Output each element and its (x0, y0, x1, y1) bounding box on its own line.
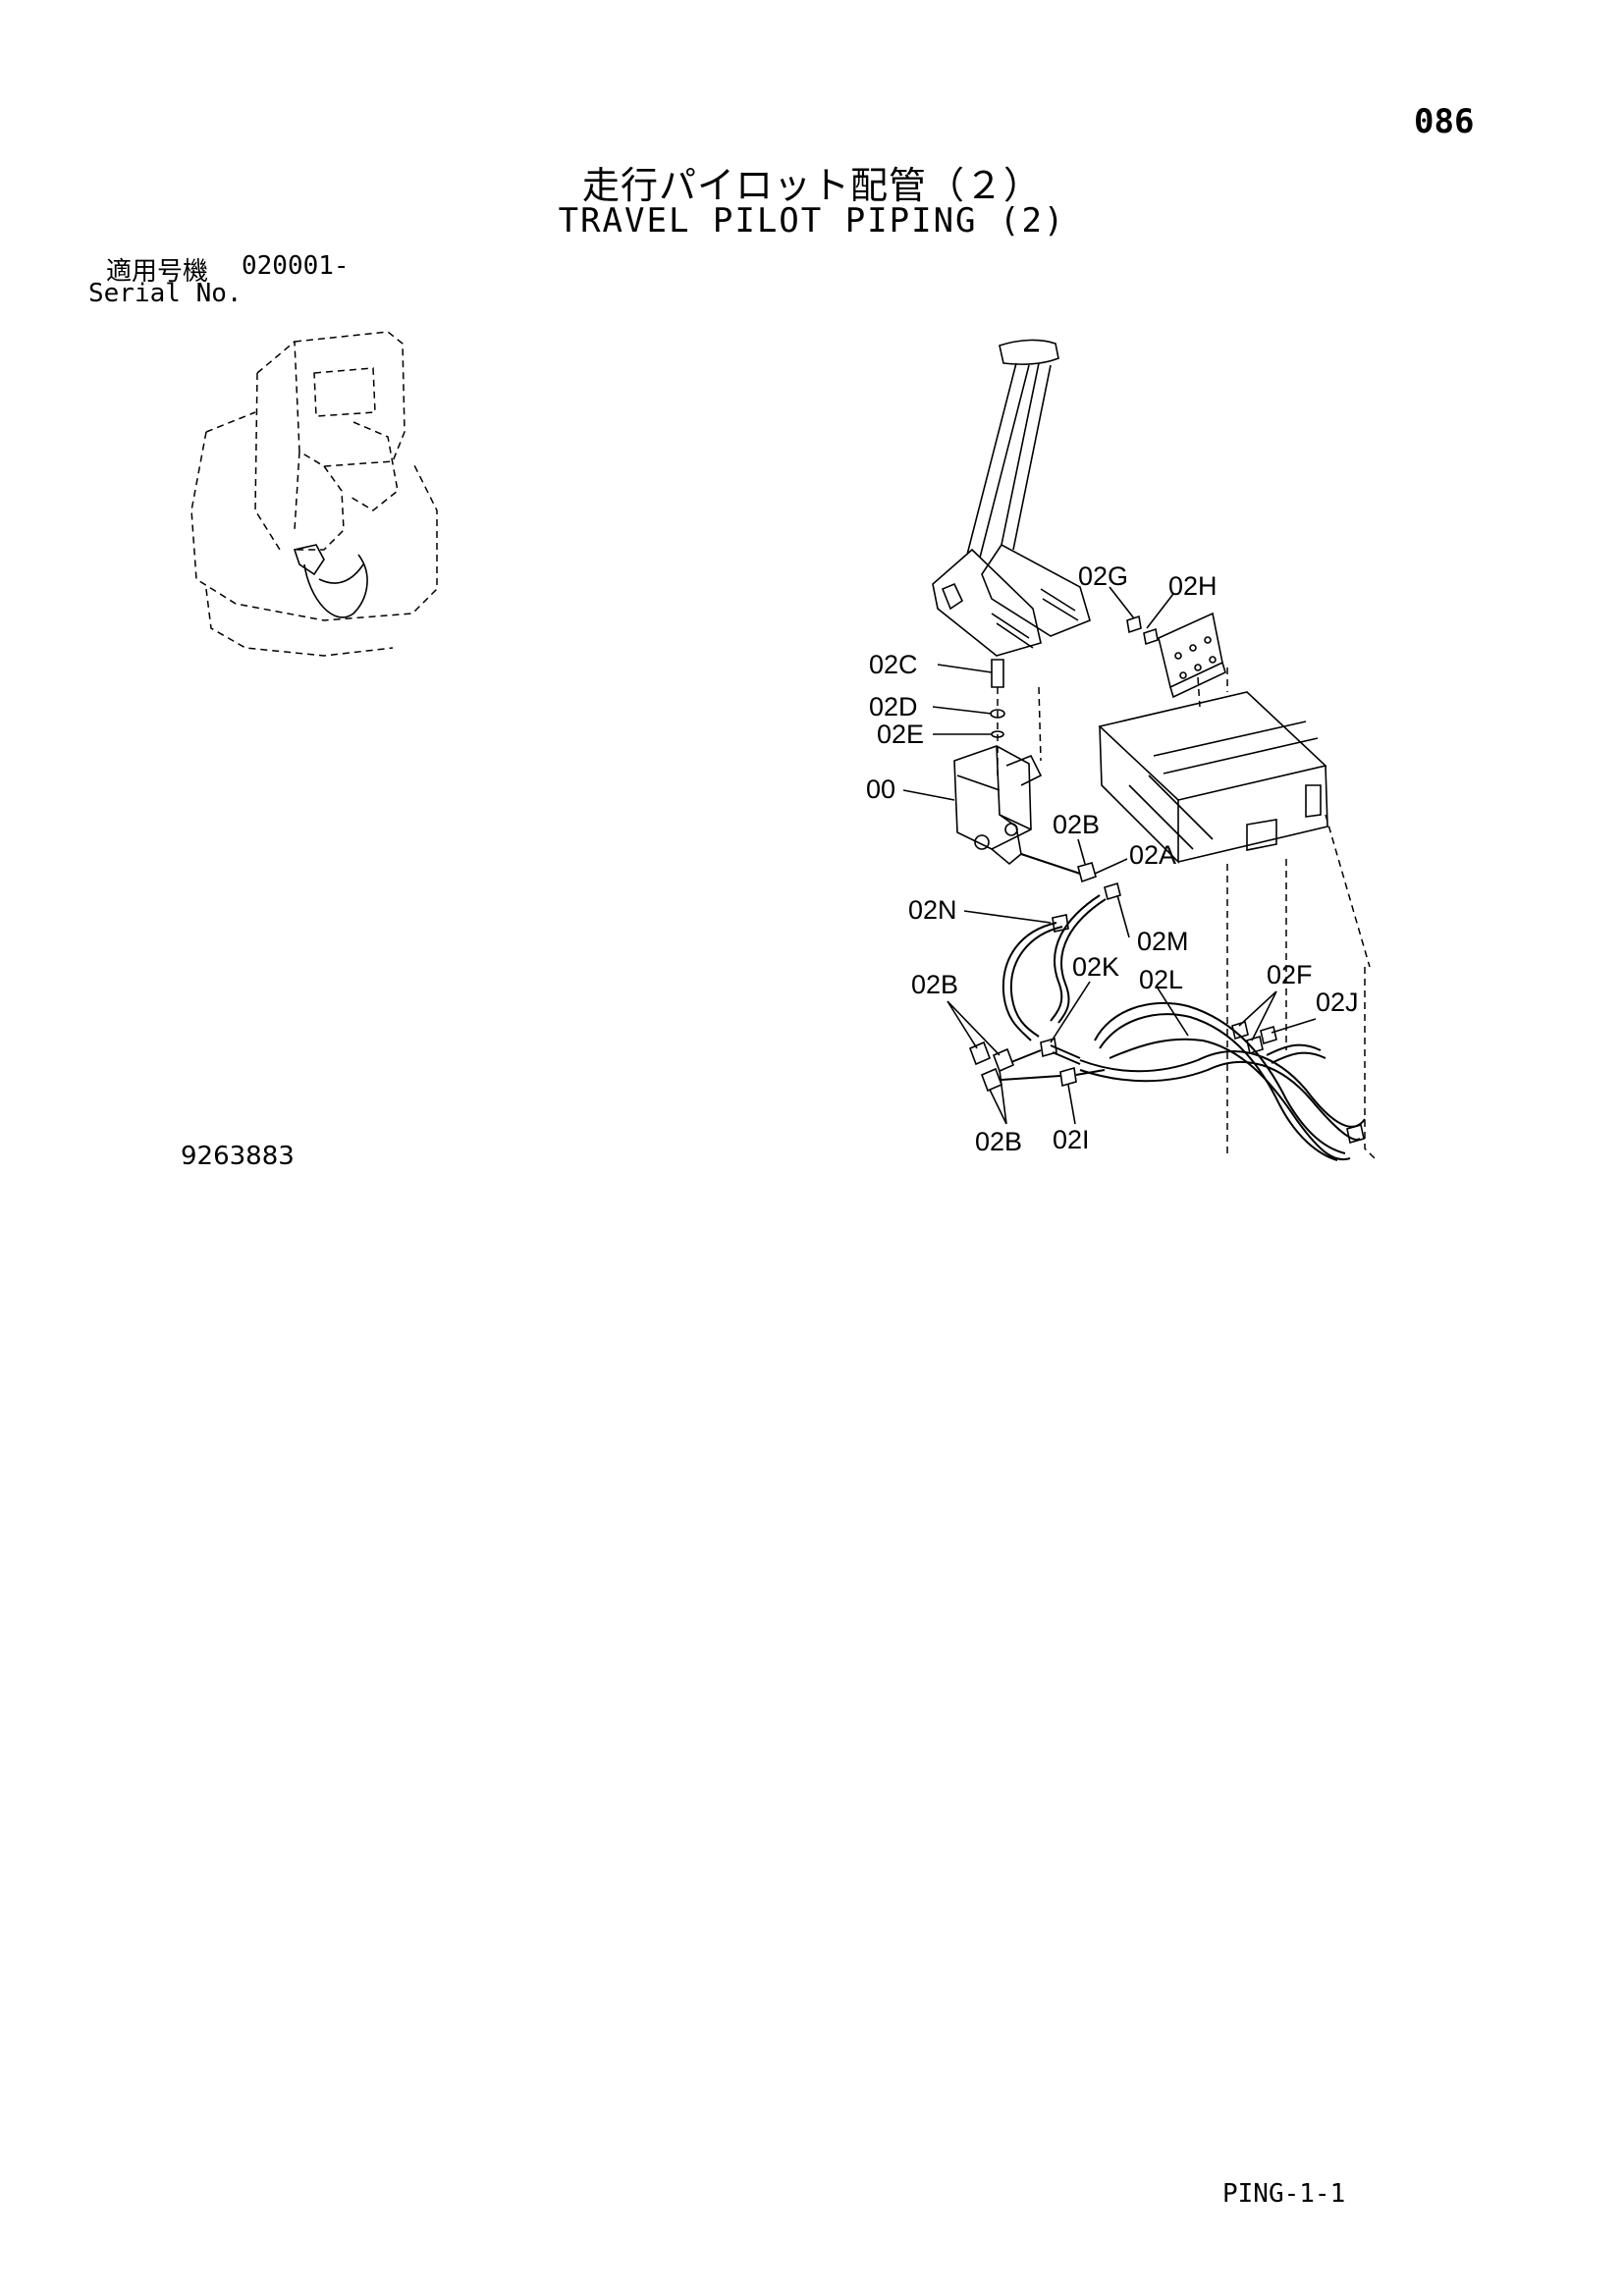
callout-02G: 02G (1078, 561, 1128, 591)
callout-02D: 02D (869, 692, 918, 721)
callout-02B-bottom: 02B (975, 1127, 1022, 1156)
drawing-number: 9263883 (181, 1142, 295, 1171)
serial-value: 020001- (242, 251, 350, 281)
serial-label-english: Serial No. (88, 279, 243, 308)
callout-02J: 02J (1316, 988, 1359, 1017)
callout-labels: 02G 02H 02C 02D 02E 00 02B 02A 02N 02M 0… (866, 561, 1359, 1156)
page-number: 086 (1414, 102, 1475, 141)
callout-02B-top: 02B (1053, 810, 1100, 839)
callout-02N: 02N (908, 895, 957, 925)
callout-02E: 02E (877, 720, 924, 749)
cab-location-sketch (190, 331, 438, 657)
sheet-code: PING-1-1 (1222, 2179, 1346, 2209)
title-english: TRAVEL PILOT PIPING (2) (558, 201, 1066, 240)
pilot-hoses (968, 853, 1366, 1161)
leader-lines (902, 586, 1317, 1125)
callout-00: 00 (866, 774, 895, 804)
callout-02M: 02M (1137, 927, 1189, 956)
callout-02H: 02H (1168, 571, 1218, 601)
callout-02I: 02I (1053, 1125, 1090, 1154)
serial-label-japanese: 適用号機 (106, 257, 209, 287)
callout-02C: 02C (869, 650, 918, 679)
title-japanese: 走行パイロット配管（２） (581, 164, 1042, 207)
control-valve-block (1098, 612, 1376, 1159)
callout-02K: 02K (1072, 952, 1119, 982)
callout-02A: 02A (1129, 840, 1176, 870)
callout-02L: 02L (1139, 965, 1183, 994)
travel-pilot-valve-assembly (932, 339, 1091, 866)
callout-02F: 02F (1267, 960, 1313, 989)
callout-02B-left: 02B (911, 970, 958, 999)
